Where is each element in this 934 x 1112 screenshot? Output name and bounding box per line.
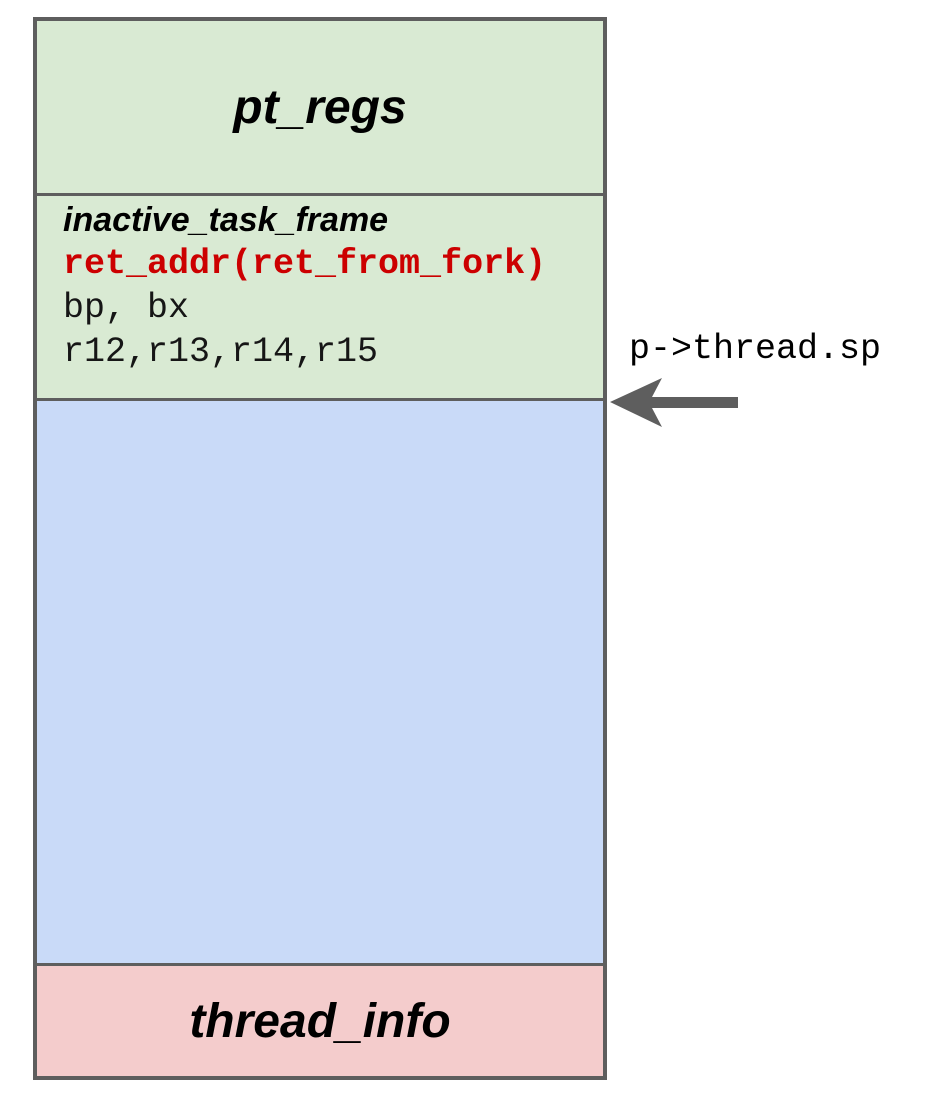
inactive-task-frame-label: inactive_task_frame	[63, 201, 389, 239]
thread-sp-pointer-label: p->thread.sp	[629, 329, 882, 369]
section-pt-regs: pt_regs	[37, 21, 603, 193]
section-thread-info: thread_info	[37, 963, 603, 1076]
bp-bx-line: bp, bx	[63, 288, 190, 328]
left-arrow-shape	[610, 378, 738, 427]
thread-info-label: thread_info	[189, 994, 451, 1048]
pt-regs-label: pt_regs	[233, 80, 407, 134]
section-stack-free-space	[37, 398, 603, 963]
section-inactive-task-frame: inactive_task_frame ret_addr(ret_from_fo…	[37, 193, 603, 398]
left-arrow-icon	[610, 378, 738, 427]
ret-addr-line: ret_addr(ret_from_fork)	[63, 244, 547, 284]
kernel-stack-diagram: pt_regs inactive_task_frame ret_addr(ret…	[33, 17, 607, 1080]
r12-r15-line: r12,r13,r14,r15	[63, 332, 379, 372]
